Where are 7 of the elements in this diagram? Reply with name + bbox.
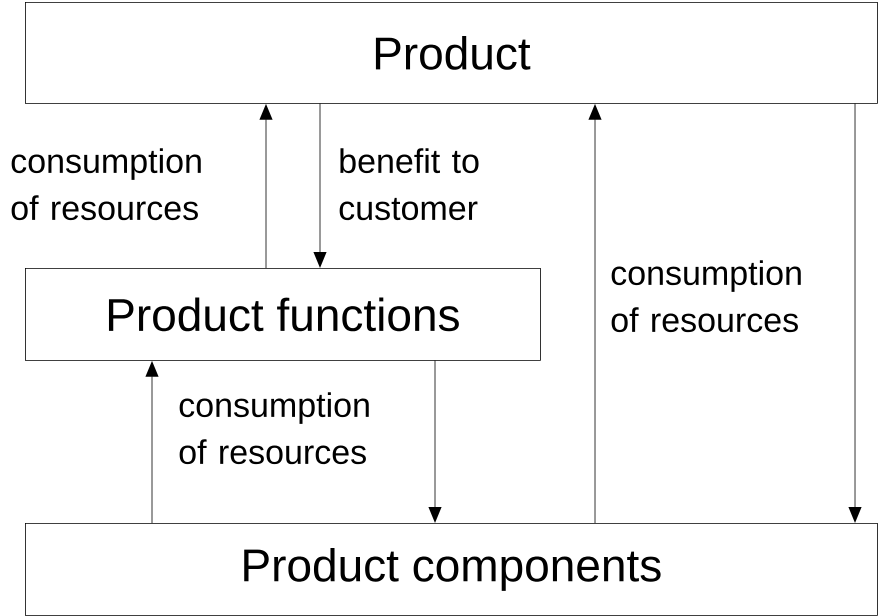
edge-label: consumption of resources bbox=[180, 392, 369, 464]
text-box: Product bbox=[25, 2, 878, 104]
text-box: Product components bbox=[25, 523, 878, 616]
text-box: Product functions bbox=[25, 268, 541, 361]
edge-label: benefit to customer bbox=[340, 148, 479, 220]
edge-label: consumption of resources bbox=[612, 260, 801, 332]
edge-label: consumption of resources bbox=[12, 148, 201, 220]
